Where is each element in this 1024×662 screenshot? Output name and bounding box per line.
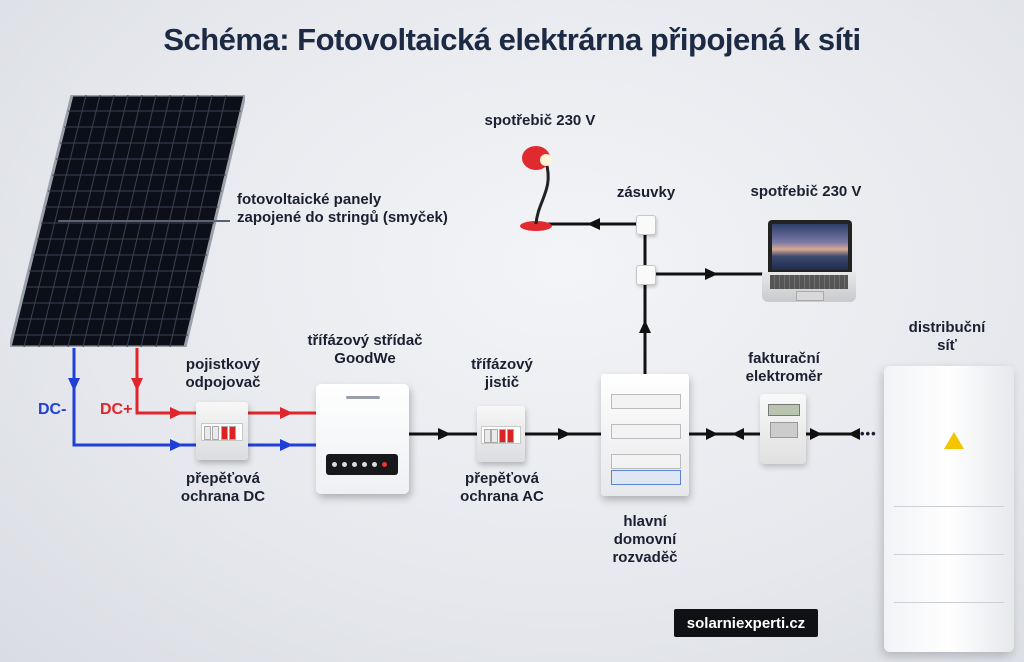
laptop-icon [768, 220, 852, 274]
dc-plus-arrow-1 [170, 407, 183, 419]
dc-plus-arrow-down [131, 378, 143, 391]
label-breaker-2: jistič [484, 374, 520, 391]
inverter-icon [316, 384, 409, 494]
label-meter-1: fakturační [748, 350, 820, 367]
fuse-disconnector-box [196, 402, 248, 460]
label-fuse-1: pojistkový [185, 356, 261, 373]
brand-badge: solarniexperti.cz [674, 609, 818, 637]
page-title: Schéma: Fotovoltaická elektrárna připoje… [163, 22, 861, 57]
solar-panel-icon [10, 95, 245, 347]
label-meter-2: elektroměr [745, 368, 823, 385]
lamp-arrow [587, 218, 600, 230]
ac-biarrow-1b [732, 428, 744, 440]
socket-lower [636, 265, 656, 285]
label-fuse-2: odpojovač [185, 374, 261, 391]
ac-breaker-box [477, 406, 525, 462]
ac-biarrow-1a [706, 428, 718, 440]
label-panels-2: zapojené do stringů (smyček) [237, 209, 448, 226]
label-sockets: zásuvky [616, 184, 676, 201]
dc-minus-arrow-1 [170, 439, 183, 451]
label-main-board-1: hlavní [623, 513, 667, 530]
dc-minus-arrow-2 [280, 439, 293, 451]
ac-biarrow-2a [810, 428, 822, 440]
ac-arrow-2 [558, 428, 571, 440]
main-distribution-board [601, 374, 689, 496]
label-surge-dc-1: přepěťová [186, 470, 260, 487]
ac-biarrow-2b [848, 428, 860, 440]
high-voltage-warning-icon [944, 432, 964, 449]
label-appliance-laptop: spotřebič 230 V [750, 183, 862, 200]
label-breaker-1: třífázový [471, 356, 533, 373]
label-panels-1: fotovoltaické panely [237, 191, 382, 208]
electricity-meter [760, 394, 806, 464]
label-grid-2: síť [937, 337, 957, 354]
dc-plus-arrow-2 [280, 407, 293, 419]
label-dc-minus: DC- [38, 401, 67, 418]
label-surge-ac-2: ochrana AC [460, 488, 544, 505]
lamp-icon [520, 146, 552, 231]
label-main-board-2: domovní [613, 531, 677, 548]
label-main-board-3: rozvaděč [612, 549, 678, 566]
riser-arrow [639, 320, 651, 333]
ac-arrow-1 [438, 428, 451, 440]
dc-plus-wire [135, 348, 316, 415]
laptop-keyboard [762, 272, 856, 302]
dc-minus-arrow-down [68, 378, 80, 391]
label-inverter-1: třífázový střídač [307, 332, 423, 349]
socket-upper [636, 215, 656, 235]
continuation-dots: ••• [860, 426, 877, 441]
laptop-arrow [705, 268, 718, 280]
label-grid-1: distribuční [908, 319, 986, 336]
label-surge-dc-2: ochrana DC [180, 488, 266, 505]
label-inverter-2: GoodWe [334, 350, 396, 367]
label-appliance-lamp: spotřebič 230 V [484, 112, 596, 129]
distribution-cabinet [884, 366, 1014, 652]
label-dc-plus: DC+ [100, 401, 133, 418]
label-surge-ac-1: přepěťová [465, 470, 539, 487]
